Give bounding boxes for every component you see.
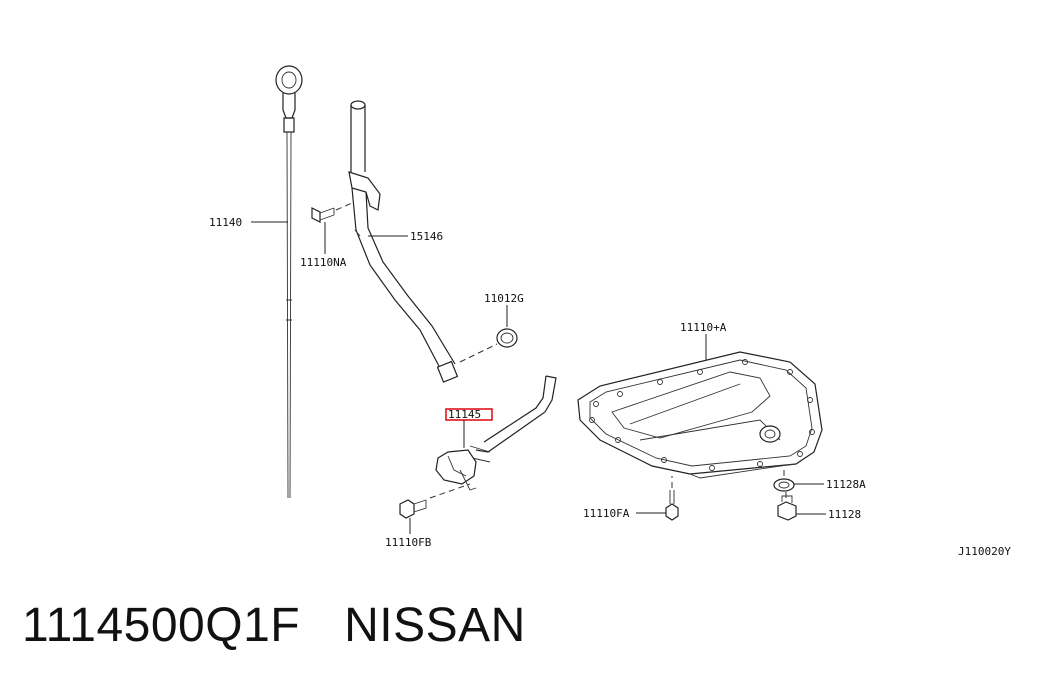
dipstick-drawing [275, 65, 303, 499]
label-11128A[interactable]: 11128A [826, 478, 866, 491]
washer-drawing [773, 478, 795, 492]
drain-plug-drawing [777, 495, 797, 521]
highlight-box [445, 408, 493, 421]
part-number: 1114500Q1F [22, 599, 301, 652]
bolt-na-drawing [311, 207, 335, 223]
oil-pan-drawing [577, 351, 823, 479]
bolt-fb-drawing [399, 499, 427, 519]
guide-tube-drawing [348, 100, 459, 383]
footer-caption: 1114500Q1F NISSAN [22, 598, 570, 653]
label-11012G[interactable]: 11012G [484, 292, 524, 305]
label-11110+A[interactable]: 11110+A [680, 321, 727, 334]
label-11140[interactable]: 11140 [209, 216, 242, 229]
bolt-fa-drawing [665, 490, 679, 521]
brand-name: NISSAN [344, 599, 526, 652]
o-ring-drawing [496, 328, 518, 348]
label-11110FA[interactable]: 11110FA [583, 507, 630, 520]
label-11128[interactable]: 11128 [828, 508, 861, 521]
label-11110FB[interactable]: 11110FB [385, 536, 432, 549]
label-11145[interactable]: 11145 [448, 408, 481, 421]
drawing-code: J110020Y [958, 545, 1011, 558]
label-11110NA[interactable]: 11110NA [300, 256, 347, 269]
label-15146[interactable]: 15146 [410, 230, 443, 243]
pickup-tube-drawing [435, 375, 557, 491]
